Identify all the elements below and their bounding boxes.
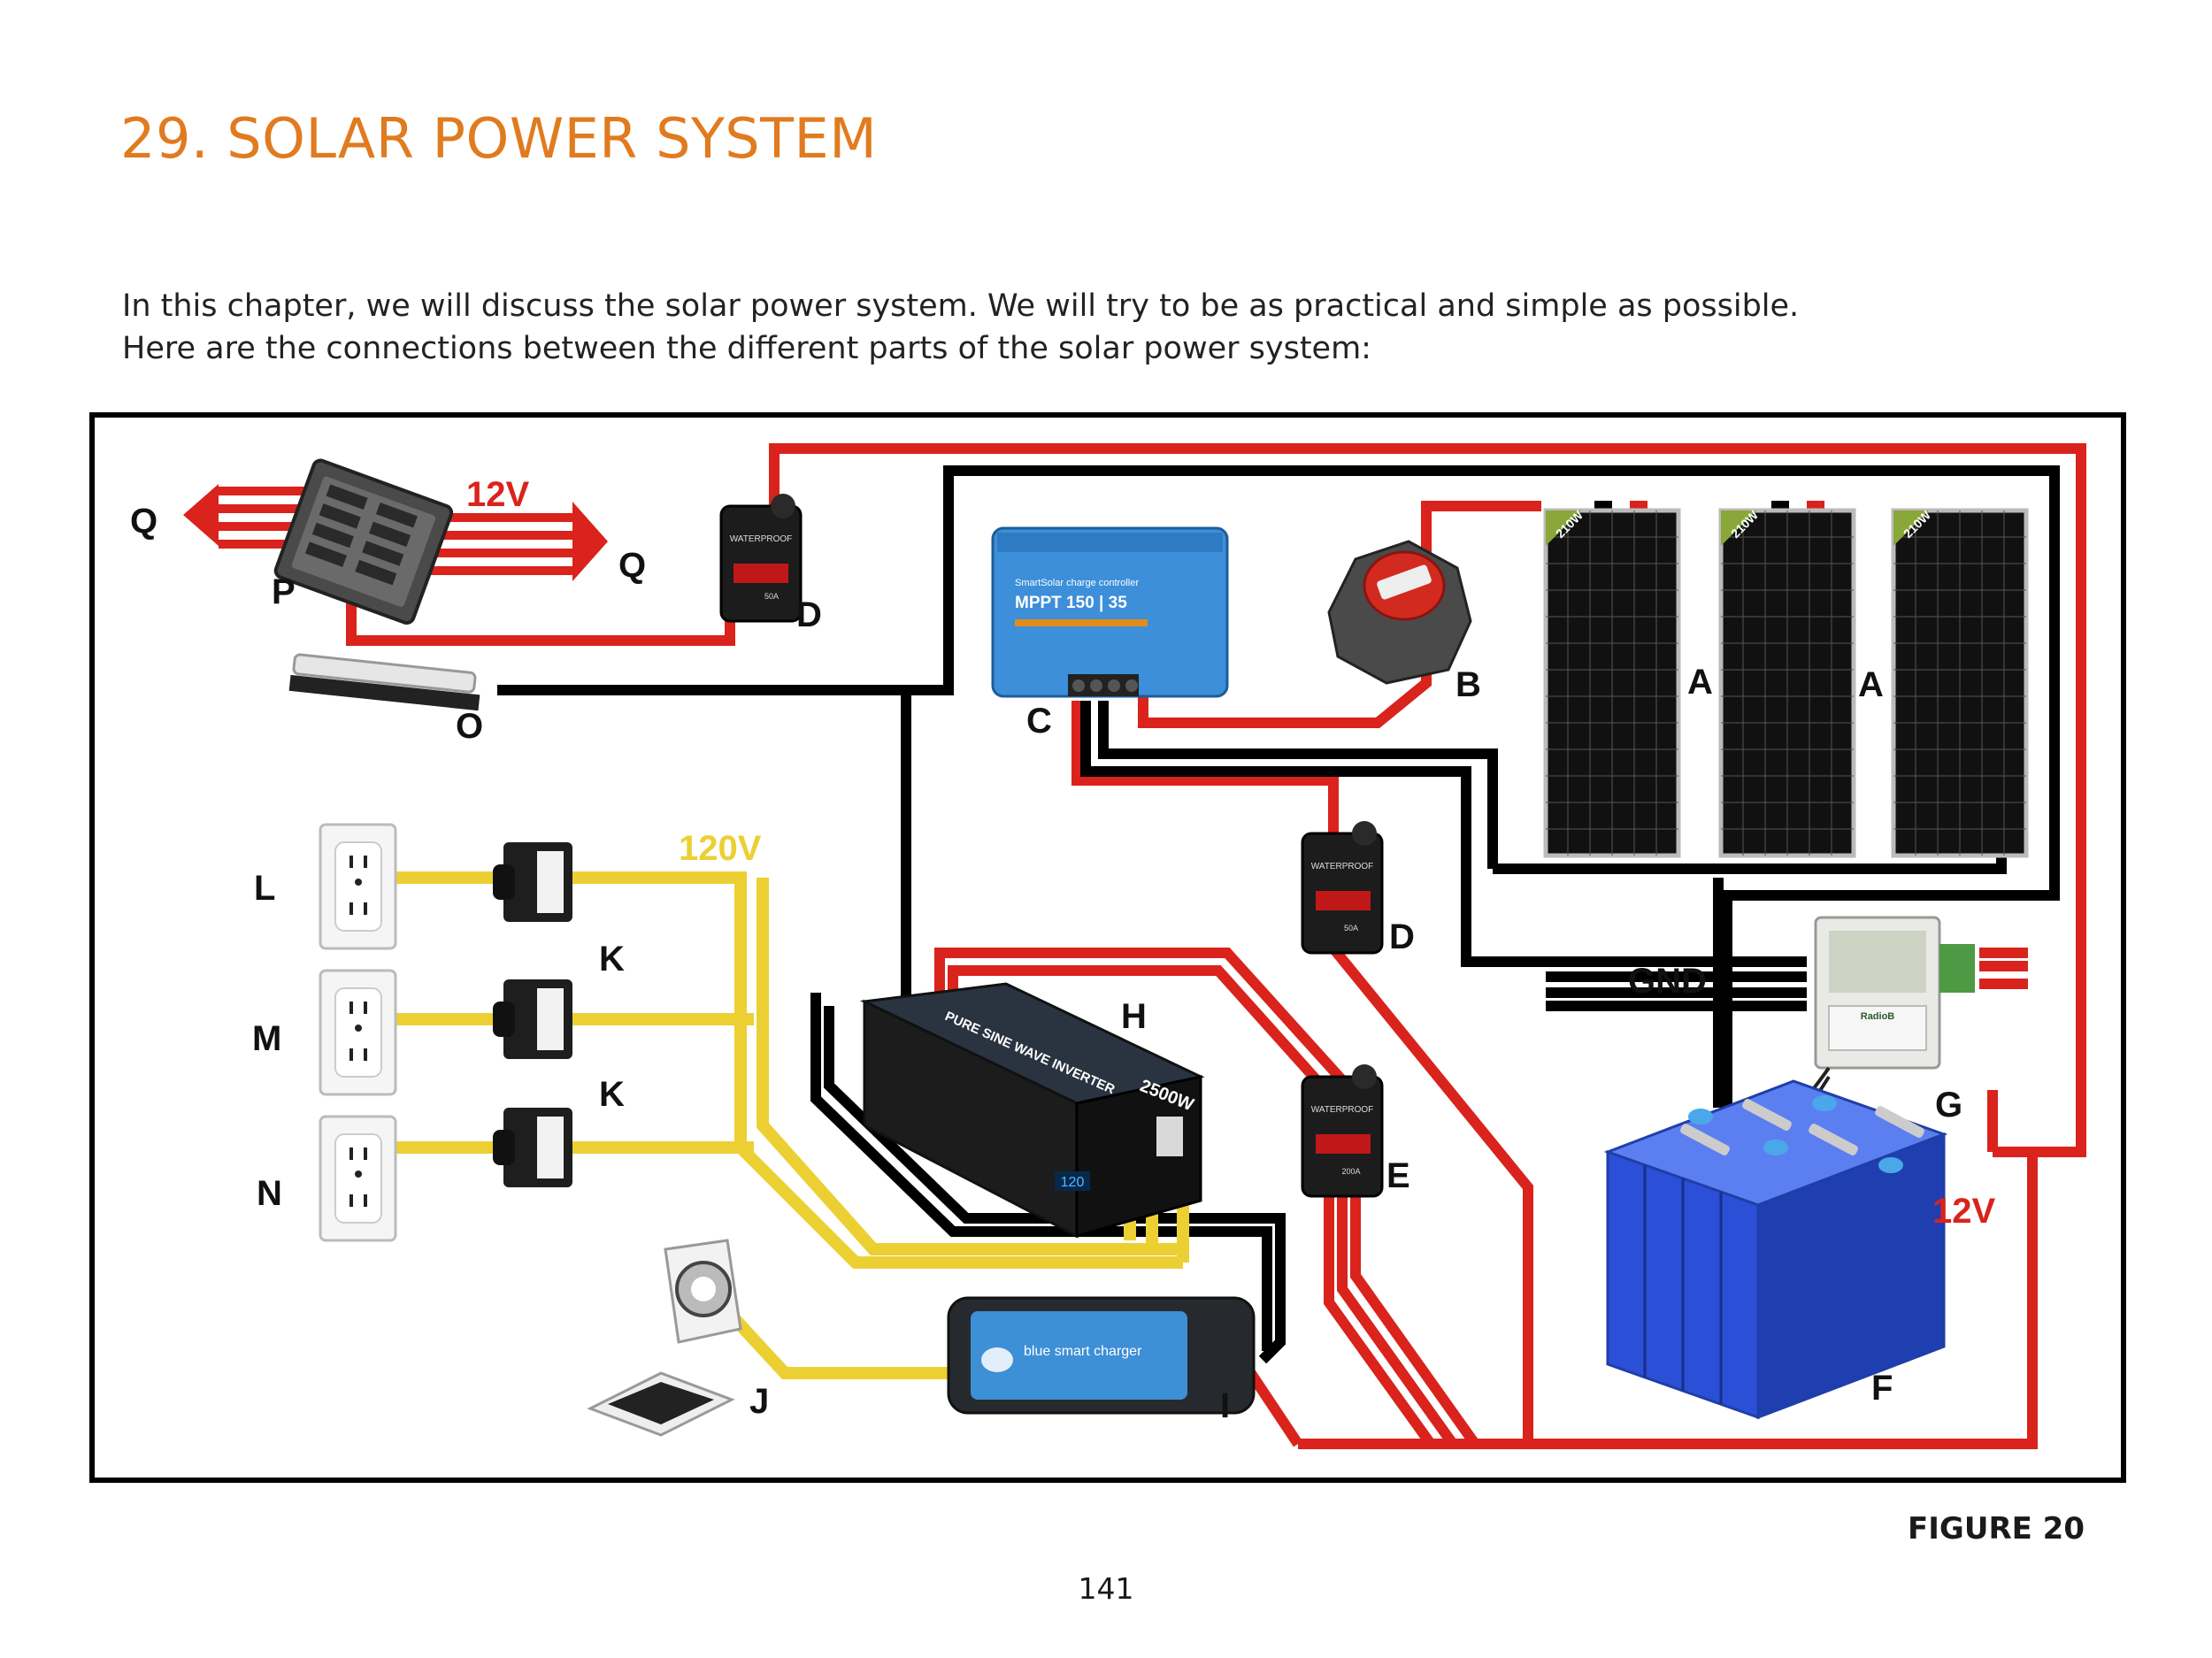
label-e: E [1386, 1156, 1410, 1195]
label-12v-battery: 12V [1932, 1192, 1995, 1231]
ground-wires [497, 465, 2060, 1364]
label-g: G [1935, 1086, 1962, 1125]
ac-wires [396, 871, 1189, 1379]
breaker-e-text: WATERPROOF [1311, 1105, 1374, 1115]
ac-breaker-k3 [493, 1108, 572, 1187]
label-a2: A [1858, 665, 1884, 704]
positive-wires [346, 443, 2086, 1449]
label-i: I [1220, 1386, 1230, 1425]
page-title: 29. SOLAR POWER SYSTEM [120, 106, 878, 171]
label-k2: K [599, 1075, 625, 1114]
inverter-h: PURE SINE WAVE INVERTER 2500W 120 [859, 982, 1205, 1239]
fuse-block-p [183, 458, 608, 625]
label-f: F [1871, 1369, 1893, 1408]
outlet-l [319, 823, 397, 950]
solar-panel-1: 210W [1543, 507, 1681, 858]
ac-breaker-k2 [493, 979, 572, 1059]
breaker-e-rating: 200A [1341, 1167, 1360, 1176]
label-l: L [254, 869, 275, 908]
intro-line-1: In this chapter, we will discuss the sol… [122, 288, 1800, 324]
breaker-e: WATERPROOF 200A [1301, 1064, 1384, 1198]
outlet-m [319, 969, 397, 1096]
breaker-d-top-rating: 50A [764, 592, 779, 601]
controller-brand: SmartSolar charge controller [1015, 578, 1139, 588]
intro-line-2: Here are the connections between the dif… [122, 331, 1371, 366]
inverter-display: 120 [1061, 1175, 1085, 1190]
wiring-diagram-svg: WATERPROOF 50A SmartSolar charge control… [130, 443, 2086, 1449]
breaker-d-top: WATERPROOF 50A [719, 494, 803, 623]
solar-wiring-diagram: WATERPROOF 50A SmartSolar charge control… [89, 412, 2126, 1483]
charger-text: blue smart charger [1024, 1344, 1142, 1359]
label-o: O [456, 707, 483, 746]
label-a1: A [1687, 663, 1713, 702]
label-p: P [272, 572, 296, 611]
charge-controller-c: SmartSolar charge controller MPPT 150 | … [991, 526, 1229, 698]
bms-brand: RadioB [1861, 1011, 1895, 1022]
outlet-n [319, 1115, 397, 1242]
label-120v: 120V [679, 829, 762, 868]
label-m: M [252, 1019, 281, 1058]
figure-caption: FIGURE 20 [1908, 1511, 2085, 1547]
label-q-left: Q [130, 502, 157, 541]
battery-bank-f [1603, 1079, 1948, 1420]
breaker-d-middle: WATERPROOF 50A [1301, 821, 1384, 955]
shore-inlet-j [587, 1239, 742, 1437]
label-k1: K [599, 940, 625, 979]
label-h: H [1121, 997, 1147, 1036]
intro-paragraph: In this chapter, we will discuss the sol… [122, 285, 1799, 370]
label-j: J [749, 1382, 769, 1421]
label-n: N [257, 1174, 282, 1213]
controller-model: MPPT 150 | 35 [1015, 594, 1127, 612]
label-b: B [1455, 665, 1481, 704]
solar-panel-2: 210W [1718, 507, 1856, 858]
battery-switch-b [1327, 540, 1472, 685]
label-12v-fuse: 12V [466, 475, 529, 514]
label-d-middle: D [1389, 917, 1415, 956]
label-c: C [1026, 702, 1052, 741]
page-number: 141 [1078, 1571, 1134, 1606]
solar-panel-3: 210W [1891, 507, 2029, 858]
breaker-d-top-text: WATERPROOF [730, 534, 793, 544]
label-q-right: Q [618, 546, 646, 585]
charger-i: blue smart charger [947, 1296, 1256, 1415]
label-d-top: D [796, 595, 822, 634]
bus-bar-o [288, 653, 480, 711]
breaker-d-middle-rating: 50A [1344, 924, 1358, 933]
bms-module-g: RadioB [1762, 916, 1975, 1121]
label-gnd: GND [1628, 962, 1707, 1001]
ac-breaker-k1 [493, 842, 572, 922]
breaker-d-middle-text: WATERPROOF [1311, 862, 1374, 871]
